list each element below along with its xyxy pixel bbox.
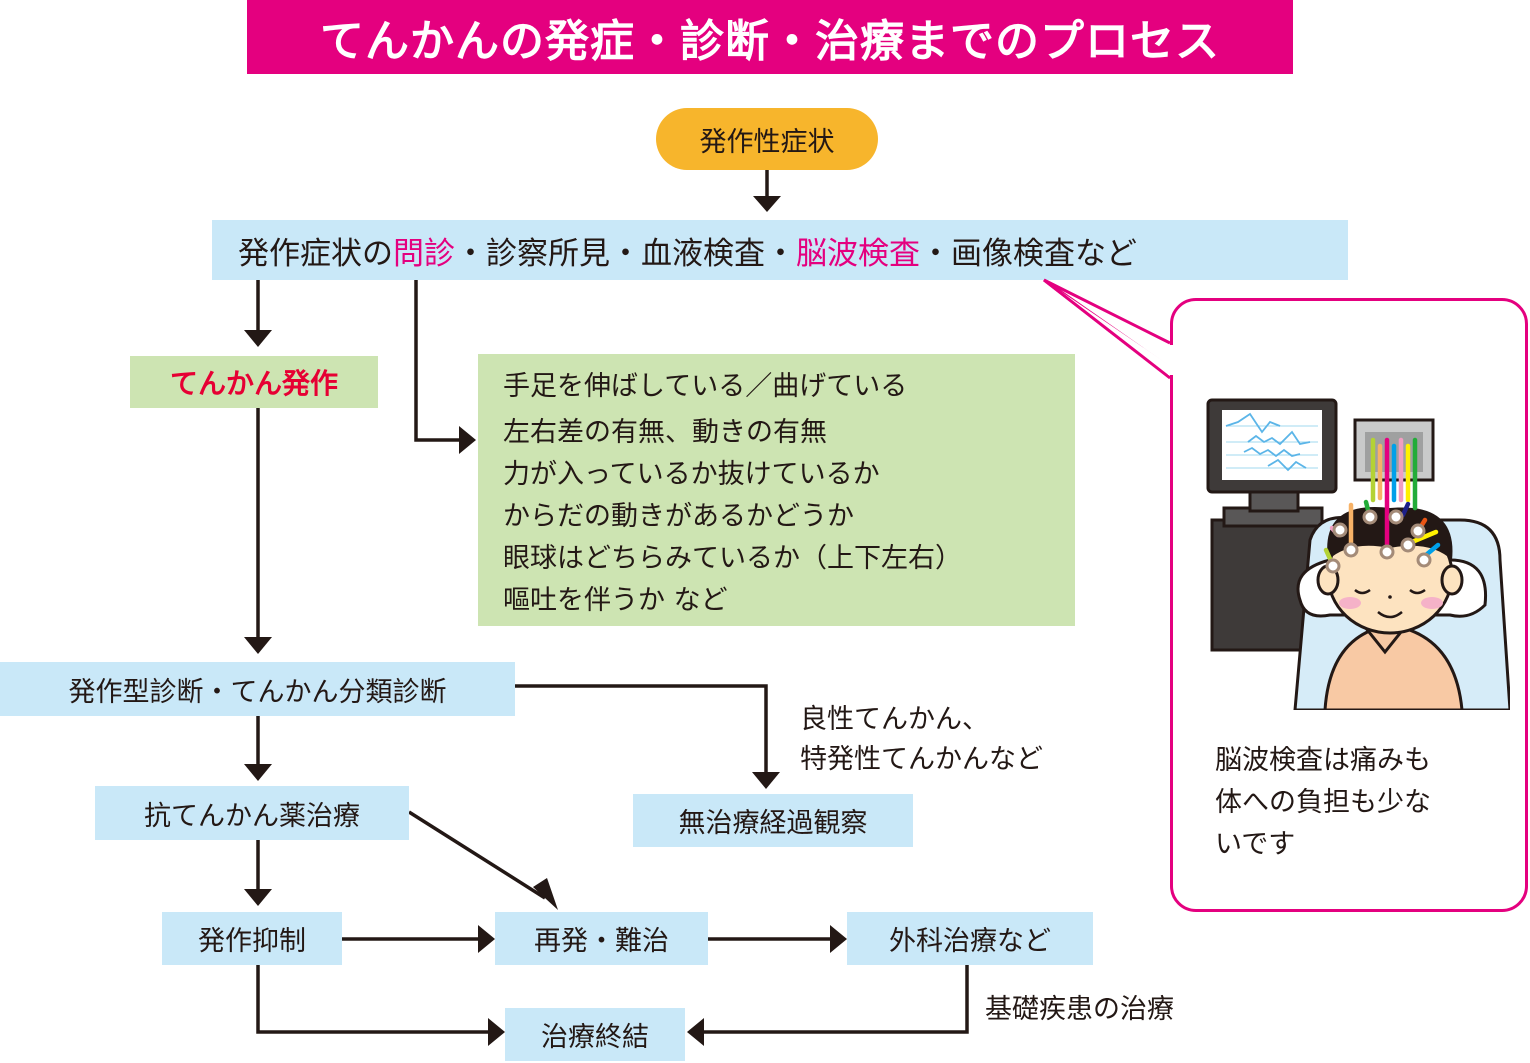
arrowhead — [753, 196, 781, 212]
node-seizure-control: 発作抑制 — [162, 912, 342, 965]
observation-item: 力が入っているか抜けているか — [503, 459, 880, 490]
observation-item: 眼球はどちらみているか（上下左右） — [503, 543, 962, 574]
callout-line: いです — [1215, 829, 1296, 860]
edge-label-underlying-disease: 基礎疾患の治療 — [985, 994, 1174, 1025]
eeg-exam-illustration — [1206, 398, 1510, 710]
node-surgery: 外科治療など — [847, 912, 1093, 965]
page-title: てんかんの発症・診断・治療までのプロセス — [247, 0, 1293, 74]
node-treatment-end: 治療終結 — [505, 1008, 685, 1061]
edge-label-line: 特発性てんかんなど — [800, 744, 1043, 775]
edge-label-line: 良性てんかん、 — [800, 704, 989, 735]
exam-highlight-interview: 問診 — [393, 235, 455, 272]
arrow-exam-to-observation — [414, 280, 462, 442]
node-observation-points: 手足を伸ばしている／曲げている 左右差の有無、動きの有無 力が入っているか抜けて… — [478, 354, 1075, 626]
node-antiepileptic-treatment: 抗てんかん薬治療 — [95, 786, 409, 840]
exam-text-5: ・画像検査など — [920, 235, 1137, 272]
arrow-control-to-end — [256, 965, 490, 1034]
arrow-diagnosis-to-no-treatment — [515, 684, 768, 778]
electrode-pads — [1325, 509, 1432, 574]
eeg-waveform-icon — [1225, 412, 1311, 472]
edge-label-benign: 良性てんかん、 特発性てんかんなど — [800, 700, 1043, 780]
arrow-surgery-to-end — [702, 965, 969, 1034]
observation-item: 嘔吐を伴うか など — [503, 585, 728, 616]
node-relapse-refractory: 再発・難治 — [495, 912, 708, 965]
node-no-treatment-observation: 無治療経過観察 — [633, 794, 913, 847]
callout-line: 脳波検査は痛みも — [1215, 745, 1431, 776]
electrode-wires — [1323, 437, 1441, 564]
node-diagnosis: 発作型診断・てんかん分類診断 — [0, 662, 515, 716]
callout-text: 脳波検査は痛みも 体への負担も少な いです — [1215, 740, 1505, 866]
node-start-paroxysmal-symptoms: 発作性症状 — [656, 108, 878, 170]
exam-highlight-eeg: 脳波検査 — [796, 235, 920, 272]
observation-heading: 手足を伸ばしている／曲げている — [503, 371, 908, 402]
node-examinations: 発作症状の問診・診察所見・血液検査・脳波検査・画像検査など — [212, 220, 1348, 280]
arrow-aed-to-relapse — [408, 810, 546, 900]
callout-line: 体への負担も少な — [1215, 787, 1431, 818]
exam-text-1: 発作症状の — [238, 235, 393, 272]
exam-text-3: ・診察所見・血液検査・ — [455, 235, 796, 272]
observation-item: 左右差の有無、動きの有無 — [503, 417, 827, 448]
observation-item: からだの動きがあるかどうか — [503, 501, 854, 532]
node-epileptic-seizure: てんかん発作 — [130, 356, 378, 408]
